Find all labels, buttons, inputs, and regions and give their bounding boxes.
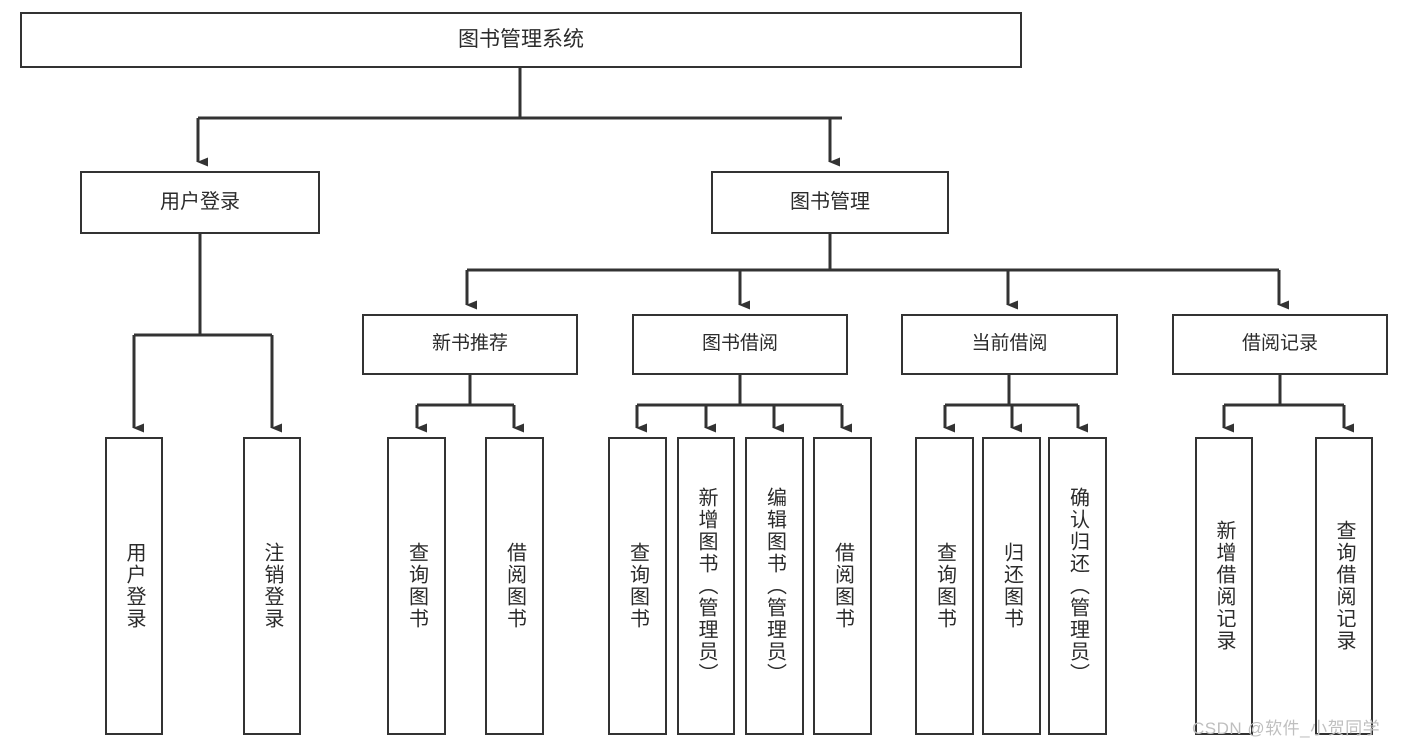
node-leaf-borrow-book-1[interactable]: 借阅图书 xyxy=(485,437,544,735)
node-leaf-edit-book-label: 编辑图书（管理员） xyxy=(763,487,786,685)
node-leaf-borrow-book-1-label: 借阅图书 xyxy=(503,542,526,630)
node-book-manage-label: 图书管理 xyxy=(790,190,870,213)
node-leaf-add-book[interactable]: 新增图书（管理员） xyxy=(677,437,735,735)
node-leaf-return-book[interactable]: 归还图书 xyxy=(982,437,1041,735)
node-borrow-record-label: 借阅记录 xyxy=(1241,333,1318,355)
node-leaf-query-book-1-label: 查询图书 xyxy=(405,542,428,630)
node-leaf-borrow-book-2[interactable]: 借阅图书 xyxy=(813,437,872,735)
node-leaf-logout-label: 注销登录 xyxy=(261,542,283,630)
node-book-borrow-label: 图书借阅 xyxy=(701,333,778,355)
node-leaf-confirm-return-label: 确认归还（管理员） xyxy=(1066,487,1089,685)
node-user-login[interactable]: 用户登录 xyxy=(80,171,320,234)
node-current-borrow-label: 当前借阅 xyxy=(971,333,1048,355)
node-book-borrow[interactable]: 图书借阅 xyxy=(632,314,848,375)
node-leaf-query-book-2[interactable]: 查询图书 xyxy=(608,437,667,735)
node-leaf-add-book-label: 新增图书（管理员） xyxy=(695,487,717,685)
node-leaf-query-book-2-label: 查询图书 xyxy=(626,542,649,630)
node-leaf-query-record[interactable]: 查询借阅记录 xyxy=(1315,437,1373,735)
node-borrow-record[interactable]: 借阅记录 xyxy=(1172,314,1388,375)
node-leaf-confirm-return[interactable]: 确认归还（管理员） xyxy=(1048,437,1107,735)
node-leaf-query-record-label: 查询借阅记录 xyxy=(1333,520,1355,652)
node-new-book-recommend-label: 新书推荐 xyxy=(431,333,508,355)
node-book-manage[interactable]: 图书管理 xyxy=(711,171,949,234)
node-leaf-add-record-label: 新增借阅记录 xyxy=(1213,520,1235,652)
node-current-borrow[interactable]: 当前借阅 xyxy=(901,314,1118,375)
node-leaf-add-record[interactable]: 新增借阅记录 xyxy=(1195,437,1253,735)
node-leaf-return-book-label: 归还图书 xyxy=(1000,542,1023,630)
node-leaf-query-book-1[interactable]: 查询图书 xyxy=(387,437,446,735)
watermark: CSDN @软件_小贺同学 xyxy=(1192,719,1381,738)
node-new-book-recommend[interactable]: 新书推荐 xyxy=(362,314,578,375)
node-leaf-borrow-book-2-label: 借阅图书 xyxy=(831,542,854,630)
node-leaf-user-login[interactable]: 用户登录 xyxy=(105,437,163,735)
node-leaf-query-book-3[interactable]: 查询图书 xyxy=(915,437,974,735)
node-leaf-user-login-label: 用户登录 xyxy=(123,542,145,630)
node-root[interactable]: 图书管理系统 xyxy=(20,12,1022,68)
node-leaf-logout[interactable]: 注销登录 xyxy=(243,437,301,735)
node-user-login-label: 用户登录 xyxy=(160,190,240,213)
node-root-label: 图书管理系统 xyxy=(458,27,584,51)
node-leaf-query-book-3-label: 查询图书 xyxy=(933,542,956,630)
node-leaf-edit-book[interactable]: 编辑图书（管理员） xyxy=(745,437,804,735)
